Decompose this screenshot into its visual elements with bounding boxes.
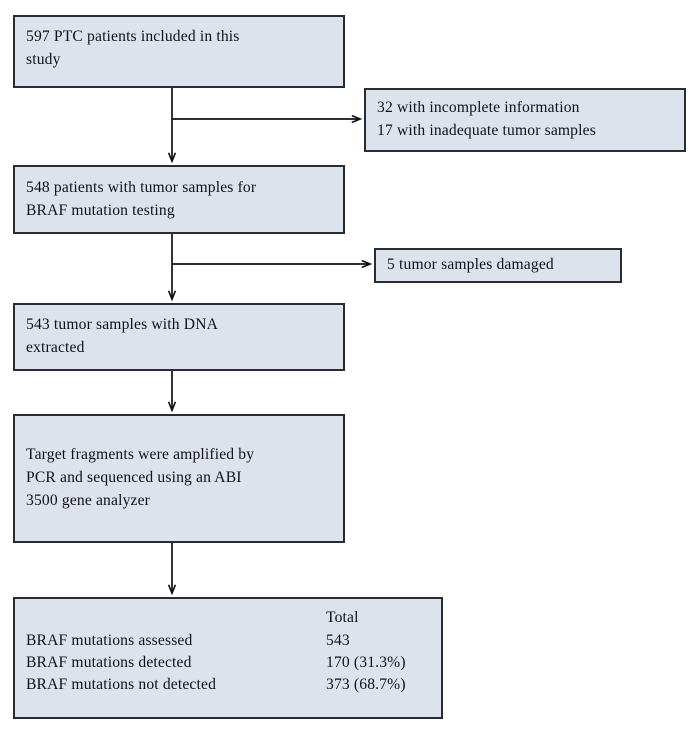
node-testing-line-2: BRAF mutation testing bbox=[26, 201, 175, 219]
node-excluded-1-line-1: 32 with incomplete information bbox=[377, 99, 580, 117]
node-excluded-damaged-samples: 5 tumor samples damaged bbox=[374, 248, 622, 283]
results-row-1-value: 170 (31.3%) bbox=[326, 654, 406, 672]
node-enrolled-patients: 597 PTC patients included in this study bbox=[13, 15, 345, 88]
node-excluded-1-line-2: 17 with inadequate tumor samples bbox=[377, 122, 596, 139]
table-row: BRAF mutations assessed 543 bbox=[15, 630, 441, 652]
node-pcr-sequencing: Target fragments were amplified by PCR a… bbox=[13, 414, 345, 543]
node-dna-extracted: 543 tumor samples with DNA extracted bbox=[13, 303, 345, 371]
node-pcr-line-3: 3500 gene analyzer bbox=[26, 491, 151, 509]
node-enrolled-line-1: 597 PTC patients included in this bbox=[26, 28, 240, 45]
node-excluded-2-line-1: 5 tumor samples damaged bbox=[387, 256, 554, 274]
results-row-2-label: BRAF mutations not detected bbox=[26, 676, 217, 694]
node-results-summary: Total BRAF mutations assessed 543 BRAF m… bbox=[13, 597, 443, 719]
results-row-2-value: 373 (68.7%) bbox=[326, 676, 406, 694]
node-dna-line-2: extracted bbox=[26, 339, 85, 356]
results-header-row: Total bbox=[15, 607, 441, 630]
results-header-blank bbox=[15, 607, 326, 630]
node-pcr-line-1: Target fragments were amplified by bbox=[26, 446, 255, 464]
node-dna-line-1: 543 tumor samples with DNA bbox=[26, 316, 219, 334]
node-excluded-incomplete-and-inadequate: 32 with incomplete information 17 with i… bbox=[364, 88, 686, 152]
results-header-total: Total bbox=[326, 609, 359, 626]
results-row-0-value: 543 bbox=[326, 632, 350, 650]
node-enrolled-line-2: study bbox=[26, 50, 61, 68]
node-testing-line-1: 548 patients with tumor samples for bbox=[26, 178, 257, 196]
node-pcr-line-2: PCR and sequenced using an ABI bbox=[26, 469, 242, 487]
results-row-1-label: BRAF mutations detected bbox=[26, 654, 192, 672]
node-patients-for-braf-testing: 548 patients with tumor samples for BRAF… bbox=[13, 165, 345, 234]
table-row: BRAF mutations not detected 373 (68.7%) bbox=[15, 674, 441, 696]
table-row: BRAF mutations detected 170 (31.3%) bbox=[15, 652, 441, 674]
results-row-0-label: BRAF mutations assessed bbox=[26, 632, 193, 650]
results-table: Total BRAF mutations assessed 543 BRAF m… bbox=[15, 607, 441, 697]
